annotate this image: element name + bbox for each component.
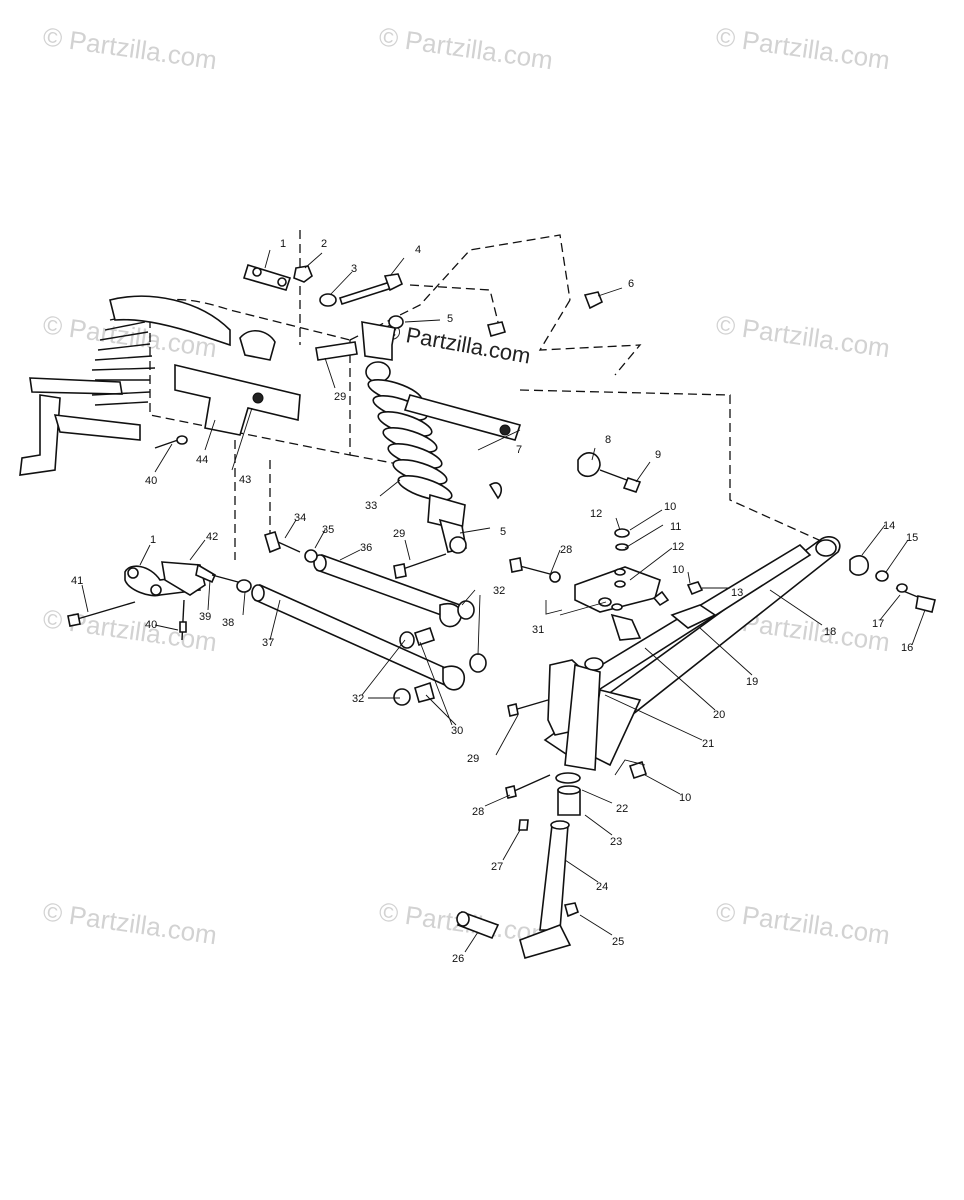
callout: 29 bbox=[393, 528, 405, 540]
lower-left-bracket bbox=[67, 561, 252, 641]
callout: 26 bbox=[452, 953, 464, 965]
arm-plates bbox=[610, 604, 717, 641]
callout: 7 bbox=[516, 444, 522, 456]
leader-lines bbox=[81, 249, 926, 953]
callout: 42 bbox=[206, 531, 218, 543]
callout: 38 bbox=[222, 617, 234, 629]
bushings bbox=[393, 600, 487, 706]
callout: 8 bbox=[605, 434, 611, 446]
watermarks: © Partzilla.com © Partzilla.com © Partzi… bbox=[41, 21, 892, 950]
callout: 11 bbox=[670, 521, 681, 533]
callout: 33 bbox=[365, 500, 377, 512]
watermark: © Partzilla.com bbox=[41, 896, 219, 950]
left-spring bbox=[91, 313, 156, 406]
callout: 20 bbox=[713, 709, 725, 721]
callout: 37 bbox=[262, 637, 274, 649]
callout: 5 bbox=[447, 313, 453, 325]
callout: 4 bbox=[415, 244, 421, 256]
callout: 18 bbox=[824, 626, 836, 638]
callout: 41 bbox=[71, 575, 83, 587]
callout: 2 bbox=[321, 238, 327, 250]
upper-bracket bbox=[174, 330, 301, 436]
left-suspension bbox=[19, 295, 231, 476]
callout: 12 bbox=[672, 541, 684, 553]
callout: 28 bbox=[560, 544, 572, 556]
callout: 32 bbox=[352, 693, 364, 705]
upper-link bbox=[403, 394, 522, 500]
rear-bushing bbox=[577, 452, 642, 493]
shock-absorber bbox=[361, 321, 467, 554]
callout: 34 bbox=[294, 512, 306, 524]
callout: 29 bbox=[467, 753, 479, 765]
callout: 40 bbox=[145, 475, 157, 487]
callout: 31 bbox=[532, 624, 544, 636]
callout: 21 bbox=[702, 738, 714, 750]
callout: 1 bbox=[150, 534, 156, 546]
callout: 13 bbox=[731, 587, 743, 599]
callout: 1 bbox=[280, 238, 286, 250]
callout: 9 bbox=[655, 449, 661, 461]
callout: 27 bbox=[491, 861, 503, 873]
callout: 14 bbox=[883, 520, 895, 532]
watermark: © Partzilla.com bbox=[41, 603, 219, 657]
callout: 36 bbox=[360, 542, 372, 554]
callout: 43 bbox=[239, 474, 251, 486]
callout: 6 bbox=[628, 278, 634, 290]
callout: 3 bbox=[351, 263, 357, 275]
callout: 44 bbox=[196, 454, 208, 466]
arm-end-hardware bbox=[849, 555, 936, 613]
callout: 28 bbox=[472, 806, 484, 818]
watermark: © Partzilla.com bbox=[714, 896, 892, 950]
callout: 15 bbox=[906, 532, 918, 544]
callout: 24 bbox=[596, 881, 608, 893]
watermark: © Partzilla.com bbox=[714, 21, 892, 75]
callout: 12 bbox=[590, 508, 602, 520]
callout: 10 bbox=[672, 564, 684, 576]
callout: 32 bbox=[493, 585, 505, 597]
spindle bbox=[456, 819, 579, 959]
callout-numbers: 1 2 3 4 5 6 29 40 44 43 33 7 8 9 10 12 1… bbox=[71, 238, 918, 965]
watermark: © Partzilla.com bbox=[714, 309, 892, 363]
spindle-housing bbox=[547, 657, 604, 816]
callout: 23 bbox=[610, 836, 622, 848]
callout: 17 bbox=[872, 618, 884, 630]
bolts bbox=[264, 321, 648, 799]
watermark: © Partzilla.com bbox=[377, 21, 555, 75]
callout: 5 bbox=[500, 526, 506, 538]
callout: 40 bbox=[145, 619, 157, 631]
callout: 10 bbox=[664, 501, 676, 513]
shock-spring bbox=[367, 379, 453, 501]
callout: 39 bbox=[199, 611, 211, 623]
callout: 29 bbox=[334, 391, 346, 403]
callout: 30 bbox=[451, 725, 463, 737]
top-fasteners bbox=[154, 263, 604, 449]
callout: 19 bbox=[746, 676, 758, 688]
lower-rods bbox=[251, 553, 465, 691]
callout: 25 bbox=[612, 936, 624, 948]
callout: 16 bbox=[901, 642, 913, 654]
spring-plate bbox=[574, 528, 704, 613]
callout: 35 bbox=[322, 524, 334, 536]
callout: 10 bbox=[679, 792, 691, 804]
callout: 22 bbox=[616, 803, 628, 815]
center-watermark: © Partzilla.com bbox=[382, 318, 532, 368]
watermark: © Partzilla.com bbox=[41, 21, 219, 75]
